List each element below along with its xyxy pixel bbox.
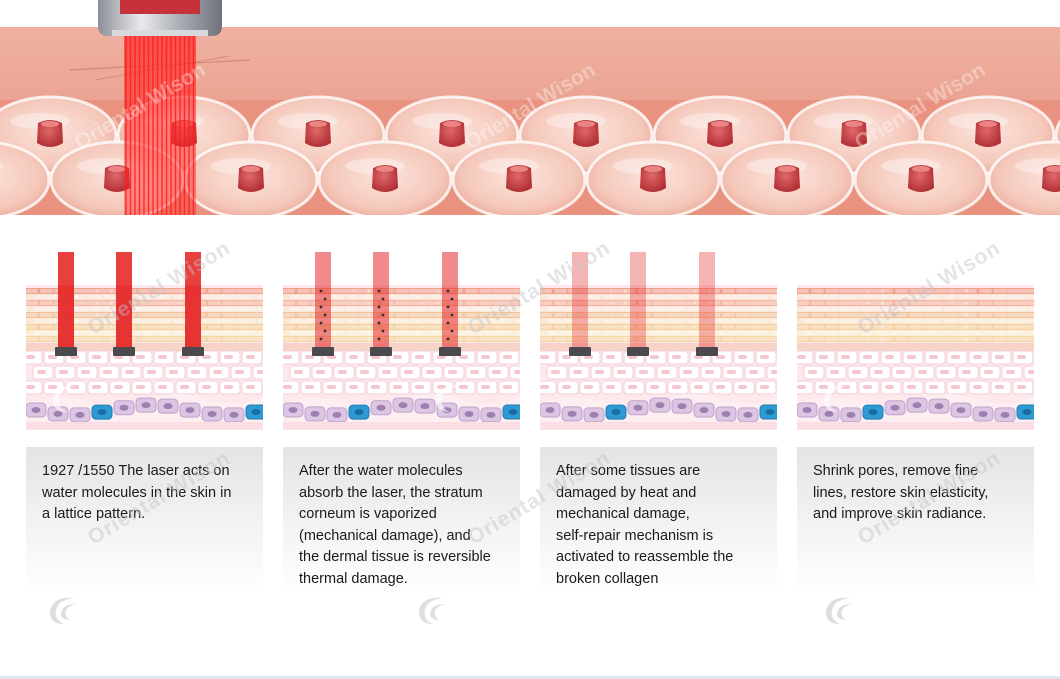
- brand-logo-icon: [826, 597, 852, 624]
- caption-text: After the water molecules absorb the las…: [299, 463, 491, 587]
- laser-column: [572, 285, 588, 349]
- laser-column: [116, 285, 132, 349]
- laser-column: [630, 285, 646, 349]
- bottom-divider: [0, 676, 1060, 679]
- skin-cell: [719, 140, 855, 215]
- laser-beams-above: [58, 252, 715, 285]
- skin-layers-illustration: [540, 285, 777, 430]
- thermal-zone: [696, 347, 718, 356]
- laser-column-top: [630, 252, 646, 285]
- laser-column-top: [572, 252, 588, 285]
- caption-text: After some tissues are damaged by heat a…: [556, 463, 734, 587]
- laser-beam: [124, 33, 196, 215]
- thermal-zone: [569, 347, 591, 356]
- step-1-caption: 1927 /1550 The laser acts on water molec…: [26, 447, 263, 595]
- step-4-diagram: [797, 285, 1034, 430]
- skin-cell: [183, 140, 319, 215]
- skin-layers-illustration: [283, 285, 520, 430]
- skin-cells-illustration: Oriental Wison Oriental Wison Oriental W…: [0, 0, 1060, 215]
- skin-cell: [451, 140, 587, 215]
- step-4-caption: Shrink pores, remove fine lines, restore…: [797, 447, 1034, 595]
- skin-cell: [317, 140, 453, 215]
- brand-logo-icon: [50, 597, 76, 624]
- laser-column-top: [699, 252, 715, 285]
- skin-cell: [0, 141, 51, 215]
- thermal-zone: [113, 347, 135, 356]
- laser-column-top: [373, 252, 389, 285]
- laser-column: [373, 285, 389, 349]
- laser-column: [442, 285, 458, 349]
- caption-text: 1927 /1550 The laser acts on water molec…: [42, 463, 232, 522]
- skin-cell: [987, 140, 1060, 215]
- laser-column-top: [315, 252, 331, 285]
- thermal-zone: [312, 347, 334, 356]
- skin-cells-banner: Oriental Wison Oriental Wison Oriental W…: [0, 0, 1060, 215]
- thermal-zone: [55, 347, 77, 356]
- skin-cell: [585, 140, 721, 215]
- laser-handpiece-icon: [98, 0, 222, 36]
- laser-column-top: [442, 252, 458, 285]
- laser-column-top: [116, 252, 132, 285]
- brand-logo-icon: [419, 597, 445, 624]
- thermal-zone: [439, 347, 461, 356]
- laser-column-top: [185, 252, 201, 285]
- cell-row-bottom: [0, 140, 1060, 215]
- laser-column: [185, 285, 201, 349]
- step-3-caption: After some tissues are damaged by heat a…: [540, 447, 777, 595]
- thermal-zone: [182, 347, 204, 356]
- thermal-zone: [370, 347, 392, 356]
- step-2-diagram: [283, 285, 520, 430]
- laser-column: [699, 285, 715, 349]
- skin-layers-illustration: [26, 285, 263, 430]
- thermal-zone: [627, 347, 649, 356]
- laser-column-top: [58, 252, 74, 285]
- skin-cell: [853, 140, 989, 215]
- step-2-caption: After the water molecules absorb the las…: [283, 447, 520, 595]
- caption-text: Shrink pores, remove fine lines, restore…: [813, 463, 989, 522]
- laser-column: [315, 285, 331, 349]
- step-3-diagram: [540, 285, 777, 430]
- laser-column: [58, 285, 74, 349]
- skin-layers-illustration: [797, 285, 1034, 430]
